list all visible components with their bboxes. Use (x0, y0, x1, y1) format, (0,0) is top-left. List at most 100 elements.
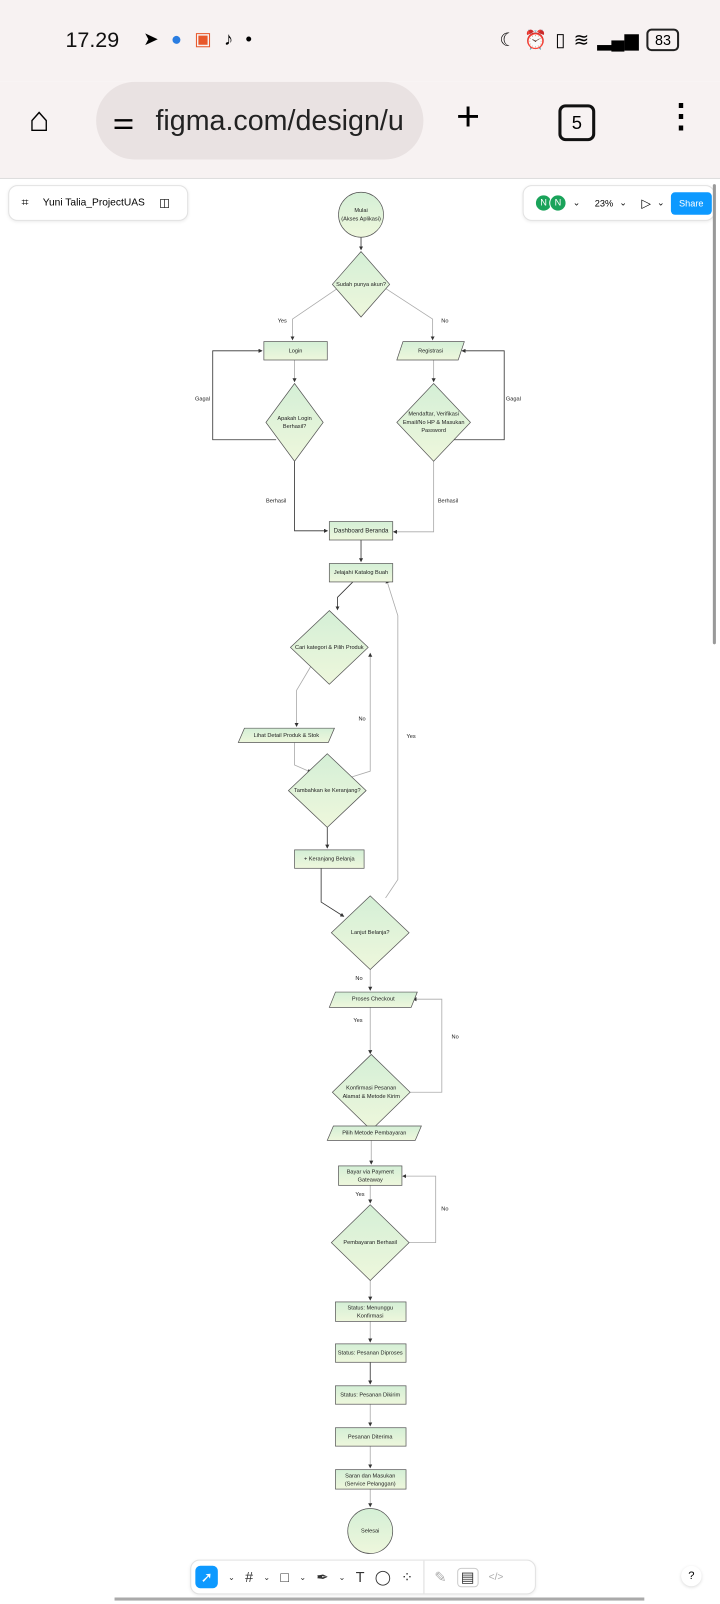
flowchart-label: Cari kategori & Pilih Produk (295, 645, 364, 651)
file-name[interactable]: Yuni Talia_ProjectUAS (42, 197, 145, 209)
present-icon[interactable]: ▷ (641, 195, 651, 211)
app-icon: ● (170, 28, 183, 50)
detail-node[interactable]: Lihat Detail Produk & Stok (237, 727, 335, 743)
flowchart-label: No (441, 1206, 448, 1212)
flowchart-label: Berhasil? (283, 424, 306, 430)
design-mode-icon[interactable]: ▤ (456, 1567, 479, 1587)
decision-pay-ok[interactable]: Pembayaran Berhasil (330, 1204, 410, 1281)
alarm-icon: ⏰ (524, 29, 548, 50)
chevron-down-icon[interactable]: ⌄ (656, 197, 665, 208)
clock: 17.29 (65, 28, 120, 53)
comment-tool-icon[interactable]: ◯ (374, 1568, 391, 1585)
signal-icon: ▂▄▆ (597, 29, 639, 50)
help-button[interactable]: ? (681, 1565, 702, 1587)
flowchart-label: No (358, 716, 365, 722)
file-info-panel: ⌗ Yuni Talia_ProjectUAS ◫ (8, 185, 189, 221)
start-node[interactable]: Mulai(Akses Aplikasi) (338, 191, 384, 238)
status-ship-node[interactable]: Status: Pesanan Dikirim (335, 1385, 407, 1405)
dashboard-node[interactable]: Dashboard Beranda (328, 521, 394, 541)
chevron-down-icon[interactable]: ⌄ (619, 197, 628, 208)
chevron-down-icon[interactable]: ⌄ (228, 1572, 235, 1582)
login-node[interactable]: Login (263, 341, 328, 361)
site-settings-icon[interactable]: ⚌ (112, 106, 135, 135)
checkout-node[interactable]: Proses Checkout (328, 991, 418, 1008)
share-button[interactable]: Share (670, 191, 712, 215)
browser-toolbar: ⌂ ⚌ figma.com/design/u + 5 ⋮ (0, 81, 720, 179)
more-menu-icon[interactable]: ⋮ (664, 97, 698, 134)
flowchart-label: Bayar via Payment (347, 1170, 395, 1176)
flowchart-label: Status: Menunggu (347, 1306, 393, 1312)
dev-mode-icon[interactable]: </> (488, 1571, 504, 1583)
moon-icon: ☾ (499, 29, 517, 50)
pay-method-node[interactable]: Pilih Metode Pembayaran (326, 1125, 422, 1141)
decision-has-account[interactable]: Sudah punya akun? (331, 251, 391, 318)
flowchart-label: Sudah punya akun? (336, 282, 386, 288)
figma-canvas[interactable]: Mulai(Akses Aplikasi) Sudah punya akun? … (0, 178, 720, 1604)
figma-menu-icon[interactable]: ⌗ (21, 195, 29, 210)
move-tool-icon[interactable]: ➚ (195, 1565, 218, 1589)
shape-tool-icon[interactable]: □ (280, 1568, 290, 1586)
status-process-node[interactable]: Status: Pesanan Diproses (335, 1343, 407, 1363)
decision-add-cart[interactable]: Tambahkan ke Keranjang? (287, 753, 367, 828)
flowchart-label: Alamat & Metode Kirim (343, 1094, 401, 1100)
avatar[interactable]: N (549, 194, 567, 212)
end-node[interactable]: Selesai (347, 1508, 394, 1554)
flowchart-label: No (355, 976, 362, 982)
chevron-down-icon[interactable]: ⌄ (299, 1572, 307, 1582)
sidebar-toggle-icon[interactable]: ◫ (159, 197, 170, 210)
tiktok-icon: ♪ (223, 28, 234, 50)
edge-labels: Yes No Gagal Gagal Berhasil Berhasil No … (195, 319, 521, 1213)
flowchart-label: Konfirmasi (357, 1314, 384, 1320)
register-node[interactable]: Registrasi (396, 341, 465, 361)
tab-count-button[interactable]: 5 (558, 104, 596, 142)
home-icon[interactable]: ⌂ (28, 100, 50, 140)
chevron-down-icon[interactable]: ⌄ (338, 1572, 346, 1582)
status-bar: 17.29 ➤●▣♪• ☾⏰▯≋▂▄▆83 (0, 0, 720, 82)
flowchart-label: (Service Pelanggan) (345, 1481, 396, 1487)
flowchart-label: Jelajahi Katalog Buah (334, 570, 388, 576)
avatar[interactable]: N (535, 195, 552, 211)
flowchart-label: Saran dan Masukan (345, 1473, 395, 1479)
decision-continue[interactable]: Lanjut Belanja? (330, 895, 410, 971)
flowchart-label: Lanjut Belanja? (351, 930, 390, 936)
flowchart-label: Pembayaran Berhasil (343, 1240, 397, 1246)
decision-search[interactable]: Cari kategori & Pilih Produk (289, 610, 369, 685)
text-tool-icon[interactable]: T (355, 1568, 365, 1586)
telegram-icon: ➤ (143, 28, 159, 50)
flowchart: Mulai(Akses Aplikasi) Sudah punya akun? … (195, 191, 521, 1554)
bottom-toolbar: ➚ ⌄ # ⌄ □ ⌄ ✒ ⌄ T ◯ ⁘ ✎ ▤ </> (190, 1559, 536, 1595)
new-tab-icon[interactable]: + (456, 94, 481, 140)
received-node[interactable]: Pesanan Diterima (335, 1427, 407, 1447)
flowchart-label: Selesai (361, 1529, 379, 1535)
vertical-scrollbar[interactable] (712, 184, 716, 645)
dot-icon: • (245, 28, 252, 50)
zoom-level[interactable]: 23% (594, 197, 614, 209)
pen-tool-icon[interactable]: ✒ (316, 1568, 329, 1585)
flowchart-label: (Akses Aplikasi) (341, 216, 381, 222)
toolbar-divider (423, 1560, 425, 1594)
url-text[interactable]: figma.com/design/u (155, 104, 404, 137)
chevron-down-icon[interactable]: ⌄ (263, 1572, 271, 1582)
flowchart-label: Lihat Detail Produk & Stok (254, 733, 320, 739)
flowchart-label: Gateaway (358, 1178, 383, 1184)
frame-tool-icon[interactable]: # (245, 1568, 254, 1586)
flowchart-label: Status: Pesanan Diproses (338, 1351, 403, 1357)
browse-node[interactable]: Jelajahi Katalog Buah (328, 563, 394, 583)
flowchart-label: Proses Checkout (352, 997, 395, 1003)
cart-node[interactable]: + Keranjang Belanja (294, 849, 365, 869)
flowchart-label: Registrasi (418, 348, 443, 354)
address-bar[interactable]: ⚌ figma.com/design/u (96, 81, 424, 160)
flowchart-label: Berhasil (266, 499, 286, 505)
chevron-down-icon[interactable]: ⌄ (572, 197, 581, 208)
flowchart-label: Tambahkan ke Keranjang? (294, 788, 361, 794)
components-icon[interactable]: ⁘ (400, 1568, 413, 1585)
feedback-node[interactable]: Saran dan Masukan (Service Pelanggan) (335, 1469, 407, 1490)
draw-mode-icon[interactable]: ✎ (434, 1568, 447, 1585)
flowchart-label: + Keranjang Belanja (304, 857, 356, 863)
wifi-icon: ≋ (573, 29, 590, 50)
